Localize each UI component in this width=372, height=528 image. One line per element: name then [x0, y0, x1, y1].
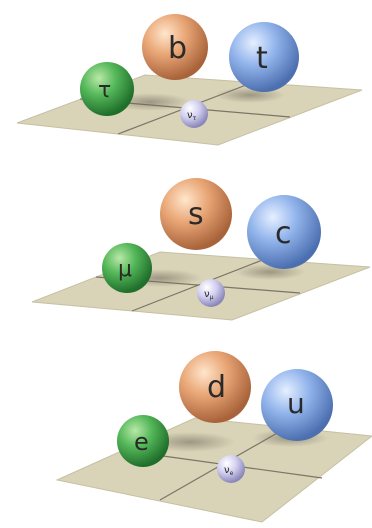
neutrino-sphere: [180, 100, 208, 128]
lepton-label: μ: [118, 257, 132, 282]
generation-1-panel: d u e νe: [57, 351, 372, 522]
generation-2-panel: s c μ νμ: [32, 178, 370, 320]
neutrino-sphere: [197, 279, 225, 307]
down-quark-label: d: [207, 370, 226, 405]
down-quark-label: s: [188, 197, 204, 232]
generation-3-panel: b t τ ντ: [17, 14, 362, 145]
up-quark-label: c: [275, 216, 292, 251]
generation-1-plane: [57, 418, 372, 522]
up-quark-label: u: [287, 387, 305, 420]
neutrino-sphere: [217, 455, 245, 483]
down-quark-label: b: [168, 31, 187, 66]
lepton-label: e: [134, 428, 149, 456]
lepton-label: τ: [98, 78, 111, 103]
up-quark-label: t: [256, 41, 268, 76]
